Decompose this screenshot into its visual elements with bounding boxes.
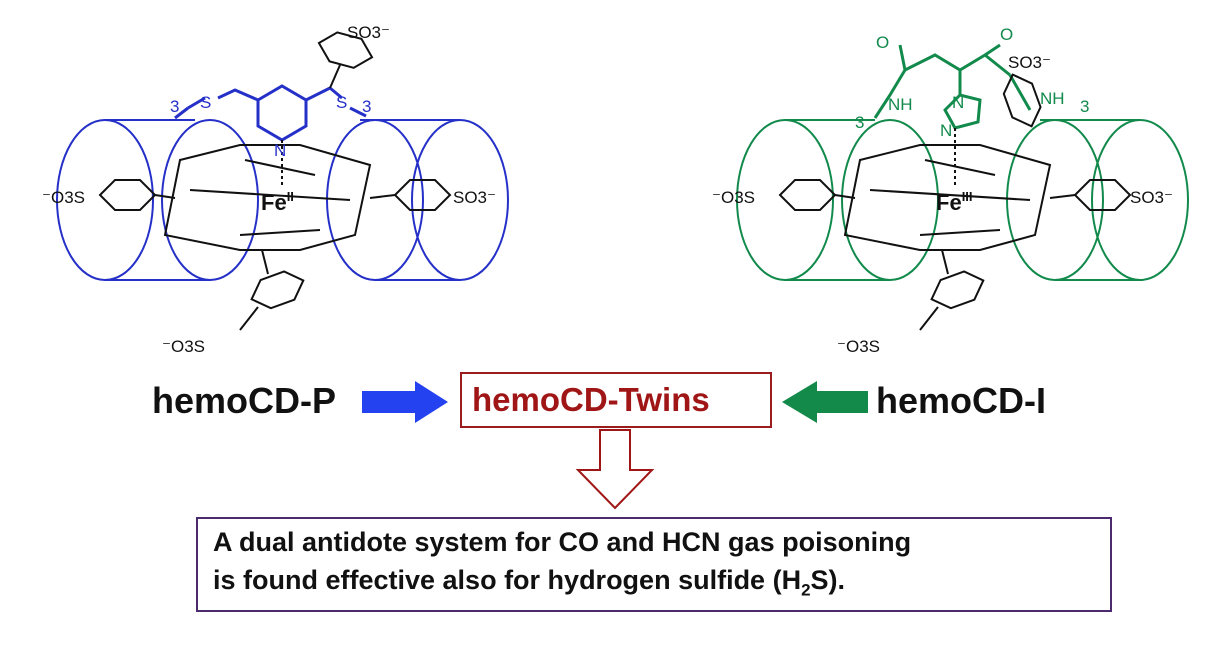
i-sulfonate-left: ⁻O3S <box>712 188 755 207</box>
i-amide-left: NH <box>888 95 913 114</box>
cyclodextrin-left-i <box>736 119 939 281</box>
i-sulfonate-bottom: ⁻O3S <box>837 337 880 356</box>
hemocd-i-label: hemoCD-I <box>876 380 1046 421</box>
p-linker-left-count: 3 <box>170 97 179 116</box>
hemocd-i-labels: SO3⁻ ⁻O3S SO3⁻ ⁻O3S O O NH NH 3 3 N N Fe… <box>712 25 1173 356</box>
p-linker-right-count: 3 <box>362 97 371 116</box>
cyclodextrin-right-i <box>1006 119 1189 281</box>
arrow-right-blue <box>362 381 448 423</box>
porphyrin-core-p <box>163 140 372 251</box>
conclusion-line-2: is found effective also for hydrogen sul… <box>213 565 845 600</box>
hemocd-twins-box <box>460 372 772 428</box>
i-carbonyl-right: O <box>1000 25 1013 44</box>
hemocd-i-structure <box>736 43 1189 331</box>
h2s-subscript: 2 <box>801 580 811 600</box>
phenyl-rings-i <box>778 73 1132 331</box>
arrow-down-outline <box>575 429 655 510</box>
i-imidazole-n2: N <box>940 121 952 140</box>
pyridine-linker <box>174 84 367 142</box>
hemocd-p-labels: SO3⁻ ⁻O3S SO3⁻ ⁻O3S 3 S S 3 N FeII <box>42 23 496 356</box>
p-sulfonate-top: SO3⁻ <box>347 23 390 42</box>
i-amide-right: NH <box>1040 89 1065 108</box>
i-sulfonate-right: SO3⁻ <box>1130 188 1173 207</box>
i-imidazole-n1: N <box>952 93 964 112</box>
p-metal: FeII <box>261 189 294 215</box>
conclusion-line-2-post: S). <box>810 565 846 595</box>
p-pyridine-n: N <box>274 141 286 160</box>
phenyl-rings-p <box>98 31 452 331</box>
p-sulfonate-right: SO3⁻ <box>453 188 496 207</box>
cyclodextrin-left-p <box>56 119 259 281</box>
p-linker-left-s: S <box>200 93 211 112</box>
conclusion-box <box>196 517 1112 612</box>
hemocd-p-label: hemoCD-P <box>152 380 337 421</box>
p-sulfonate-left: ⁻O3S <box>42 188 85 207</box>
cyclodextrin-right-p <box>326 119 509 281</box>
hemocd-p-structure <box>56 31 509 331</box>
conclusion-line-1: A dual antidote system for CO and HCN ga… <box>213 527 912 557</box>
i-metal: FeIII <box>936 189 973 215</box>
arrow-left-green <box>782 381 868 423</box>
hemocd-twins-label: hemoCD-Twins <box>472 381 710 418</box>
conclusion-line-2-pre: is found effective also for hydrogen sul… <box>213 565 802 595</box>
porphyrin-core-i <box>843 128 1052 251</box>
i-sulfonate-top: SO3⁻ <box>1008 53 1051 72</box>
p-linker-right-s: S <box>336 93 347 112</box>
i-linker-left-count: 3 <box>855 113 864 132</box>
i-carbonyl-left: O <box>876 33 889 52</box>
p-sulfonate-bottom: ⁻O3S <box>162 337 205 356</box>
imidazole-linker <box>873 43 1032 130</box>
i-linker-right-count: 3 <box>1080 97 1089 116</box>
